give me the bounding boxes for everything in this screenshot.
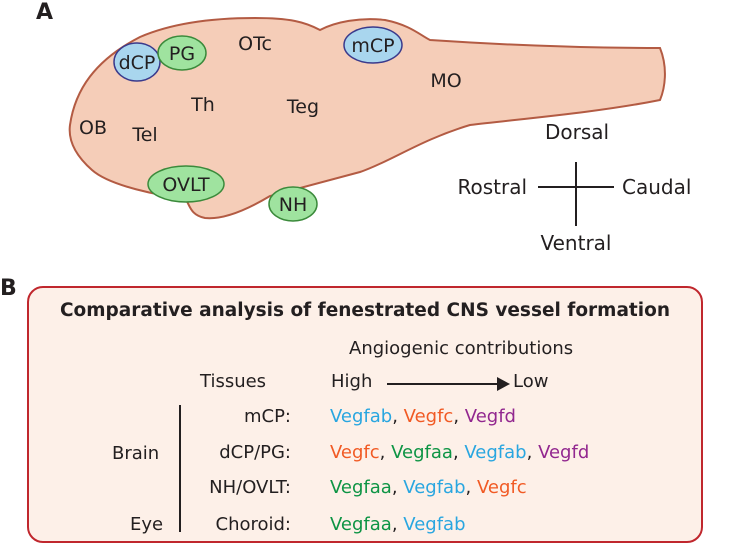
gene-vegfaa: Vegfaa [391, 442, 453, 463]
genes-choroid: Vegfaa, Vegfab [330, 514, 466, 535]
gene-vegfab: Vegfab [464, 442, 527, 463]
caudal-label: Caudal [622, 175, 691, 199]
tissue-dcp-pg: dCP/PG: [219, 442, 291, 463]
eye-bracket [179, 512, 181, 532]
pg-oval [157, 35, 207, 71]
mcp-label: mCP [351, 35, 394, 57]
dcp-label: dCP [119, 52, 156, 74]
gene-vegfc: Vegfc [330, 442, 380, 463]
tel-label: Tel [131, 124, 157, 146]
mo-label: MO [430, 70, 461, 92]
tissues-header: Tissues [200, 371, 267, 392]
low-label: Low [513, 371, 549, 392]
gene-vegfc: Vegfc [403, 406, 454, 427]
tissue-mcp: mCP: [243, 406, 291, 427]
tissue-choroid: Choroid: [215, 514, 292, 535]
otc-label: OTc [238, 33, 272, 55]
gene-vegfd: Vegfd [538, 442, 590, 463]
comparative-analysis-box: Comparative analysis of fenestrated CNS … [27, 286, 703, 543]
gene-separator: , [392, 406, 404, 427]
gene-separator: , [379, 442, 392, 463]
gene-separator: , [452, 442, 465, 463]
genes-nh-ovlt: Vegfaa, Vegfab, Vegfc [330, 477, 527, 498]
high-label: High [331, 371, 373, 392]
gene-vegfc: Vegfc [476, 477, 527, 498]
teg-label: Teg [286, 96, 319, 118]
gene-vegfaa: Vegfaa [330, 477, 392, 498]
ob-label: OB [79, 117, 107, 139]
ovlt-label: OVLT [162, 174, 210, 196]
panel-b-letter: B [0, 276, 17, 301]
gene-separator: , [526, 442, 539, 463]
gene-vegfd: Vegfd [464, 406, 516, 427]
ovlt-oval [147, 165, 225, 203]
box-title: Comparative analysis of fenestrated CNS … [59, 300, 670, 321]
gradient-arrow-line [387, 383, 499, 385]
nh-oval [268, 186, 318, 222]
th-label: Th [190, 94, 215, 116]
gene-vegfaa: Vegfaa [330, 514, 392, 535]
gene-vegfab: Vegfab [330, 406, 393, 427]
ventral-label: Ventral [541, 231, 612, 255]
pg-label: PG [169, 43, 195, 65]
genes-dcp-pg: Vegfc, Vegfaa, Vegfab, Vegfd [330, 442, 589, 463]
genes-mcp: Vegfab, Vegfc, Vegfd [330, 406, 516, 427]
rostral-label: Rostral [457, 175, 527, 199]
gene-separator: , [391, 477, 404, 498]
brain-diagram: dCP PG OTc mCP MO Th Teg OB Tel OVLT NH … [68, 16, 691, 255]
dcp-oval [113, 42, 161, 82]
gene-separator: , [465, 477, 477, 498]
angiogenic-contributions-header: Angiogenic contributions [349, 338, 574, 359]
mcp-oval [343, 26, 403, 64]
dorsal-label: Dorsal [545, 120, 609, 144]
panel-a-letter: A [36, 0, 54, 25]
eye-group-label: Eye [130, 514, 164, 535]
tissue-nh-ovlt: NH/OVLT: [209, 477, 291, 498]
gene-separator: , [391, 514, 404, 535]
brain-bracket [179, 405, 181, 512]
nh-label: NH [279, 194, 308, 216]
gene-vegfab: Vegfab [403, 514, 466, 535]
gradient-arrow-head [497, 377, 510, 391]
gene-separator: , [453, 406, 465, 427]
gene-vegfab: Vegfab [403, 477, 466, 498]
brain-group-label: Brain [112, 443, 160, 464]
brain-outline [68, 16, 666, 220]
